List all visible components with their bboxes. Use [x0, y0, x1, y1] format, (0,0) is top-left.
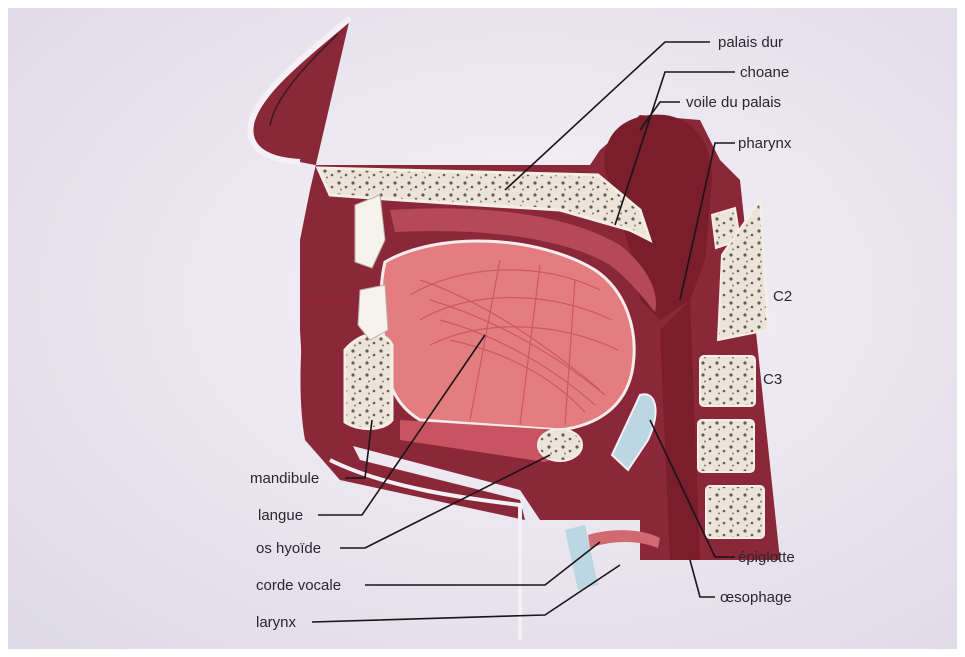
label-epiglotte: épiglotte — [738, 549, 795, 566]
label-palais-dur: palais dur — [718, 34, 783, 51]
label-os-hyoide: os hyoïde — [256, 540, 321, 557]
label-c3: C3 — [763, 371, 782, 388]
label-corde-vocale: corde vocale — [256, 577, 341, 594]
label-larynx: larynx — [256, 614, 297, 631]
hyoid-bone — [538, 429, 582, 461]
vertebra-c5 — [706, 486, 764, 538]
vertebra-c4 — [698, 420, 754, 472]
label-c2: C2 — [773, 288, 792, 305]
label-langue: langue — [258, 507, 303, 524]
label-pharynx: pharynx — [738, 135, 792, 152]
mandible-bone — [345, 334, 392, 428]
vertebra-c3 — [700, 356, 755, 406]
label-mandibule: mandibule — [250, 470, 319, 487]
label-voile-du-palais: voile du palais — [686, 94, 781, 111]
label-oesophage: œsophage — [720, 589, 792, 606]
label-choane: choane — [740, 64, 789, 81]
